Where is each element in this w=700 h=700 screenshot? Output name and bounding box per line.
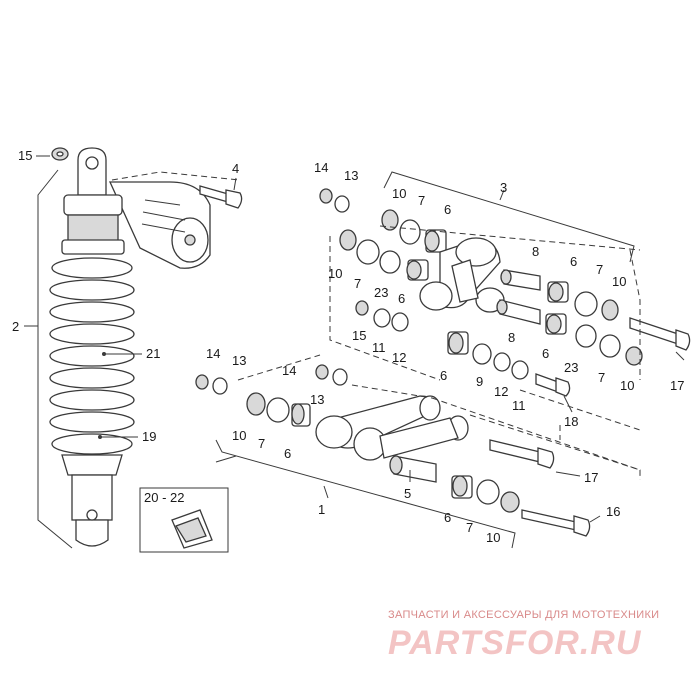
shock-spring	[49, 257, 135, 455]
part-number-labels: 15 2 4 21 19 14 13 3 10 7 6 10 7 23 6 15…	[12, 148, 684, 545]
label-6-c: 6	[570, 254, 577, 269]
label-10-b: 10	[328, 266, 342, 281]
label-12-b: 12	[494, 384, 508, 399]
rear-shock-absorber	[49, 147, 241, 547]
label-6-g: 6	[444, 510, 451, 525]
bracket-2	[37, 169, 73, 549]
label-2: 2	[12, 319, 19, 334]
label-8-a: 8	[532, 244, 539, 259]
leader-lines	[215, 351, 685, 523]
label-6-a: 6	[444, 202, 451, 217]
label-10-f: 10	[486, 530, 500, 545]
label-17-upper: 17	[670, 378, 684, 393]
label-21: 21	[146, 346, 160, 361]
label-14-top: 14	[314, 160, 328, 175]
bracket-1	[215, 439, 516, 549]
label-5: 5	[404, 486, 411, 501]
label-6-d: 6	[542, 346, 549, 361]
inset-title: 20 - 22	[144, 490, 184, 505]
watermark: ЗАПЧАСТИ И АКСЕССУАРЫ ДЛЯ МОТОТЕХНИКИ PA…	[388, 609, 659, 662]
label-10-a: 10	[392, 186, 406, 201]
bracket-3	[383, 171, 635, 263]
label-7-a: 7	[418, 193, 425, 208]
label-11-a: 11	[372, 340, 386, 355]
label-1: 1	[318, 502, 325, 517]
label-8-b: 8	[508, 330, 515, 345]
label-7-e: 7	[258, 436, 265, 451]
label-16: 16	[606, 504, 620, 519]
label-11-b: 11	[512, 398, 526, 413]
label-6-b: 6	[398, 291, 405, 306]
label-10-c: 10	[612, 274, 626, 289]
lower-linkage	[195, 364, 591, 537]
label-15-mid: 15	[352, 328, 366, 343]
label-14-left: 14	[206, 346, 220, 361]
watermark-logo: PARTSFOR.RU	[388, 624, 642, 662]
label-13-left: 13	[232, 353, 246, 368]
label-3: 3	[500, 180, 507, 195]
label-18: 18	[564, 414, 578, 429]
label-9: 9	[476, 374, 483, 389]
upper-rocker	[319, 188, 691, 397]
inset-box-20-22	[139, 487, 229, 553]
bolt-4	[199, 185, 243, 209]
label-10-d: 10	[620, 378, 634, 393]
label-7-b: 7	[354, 276, 361, 291]
label-7-d: 7	[598, 370, 605, 385]
label-23-b: 23	[564, 360, 578, 375]
label-23-a: 23	[374, 285, 388, 300]
label-19: 19	[142, 429, 156, 444]
label-14-center: 14	[282, 363, 296, 378]
label-7-f: 7	[466, 520, 473, 535]
label-10-e: 10	[232, 428, 246, 443]
label-6-f: 6	[284, 446, 291, 461]
label-12-a: 12	[392, 350, 406, 365]
label-13-top: 13	[344, 168, 358, 183]
label-7-c: 7	[596, 262, 603, 277]
label-15-top: 15	[18, 148, 32, 163]
label-17-lower: 17	[584, 470, 598, 485]
watermark-tagline: ЗАПЧАСТИ И АКСЕССУАРЫ ДЛЯ МОТОТЕХНИКИ	[388, 609, 659, 621]
label-13-center: 13	[310, 392, 324, 407]
label-6-e: 6	[440, 368, 447, 383]
label-4: 4	[232, 161, 239, 176]
